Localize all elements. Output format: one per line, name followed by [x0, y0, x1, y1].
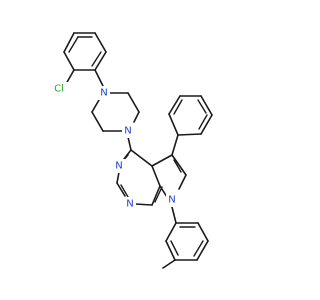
piperazine-n-top-atom: N	[98, 86, 110, 100]
pyrimidine-n-lower-atom: N	[124, 197, 136, 211]
pyrimidine-n-lower-label: N	[126, 199, 133, 210]
atom-layer: Cl N N N N N	[50, 82, 178, 211]
chlorine-atom: Cl	[50, 82, 68, 96]
pyrrole-n-label: N	[168, 195, 175, 206]
pyrimidine-n-upper-atom: N	[113, 159, 125, 173]
piperazine-n-bottom-atom: N	[122, 124, 134, 138]
pyrrole-n-atom: N	[166, 193, 178, 207]
piperazine-n-bottom-label: N	[124, 126, 131, 137]
chlorine-label: Cl	[54, 84, 64, 95]
bond-layer	[63, 32, 213, 269]
pyrimidine-n-upper-label: N	[115, 161, 122, 172]
piperazine-n-top-label: N	[100, 88, 107, 99]
molecule-structure: Cl N N N N N	[50, 32, 213, 269]
